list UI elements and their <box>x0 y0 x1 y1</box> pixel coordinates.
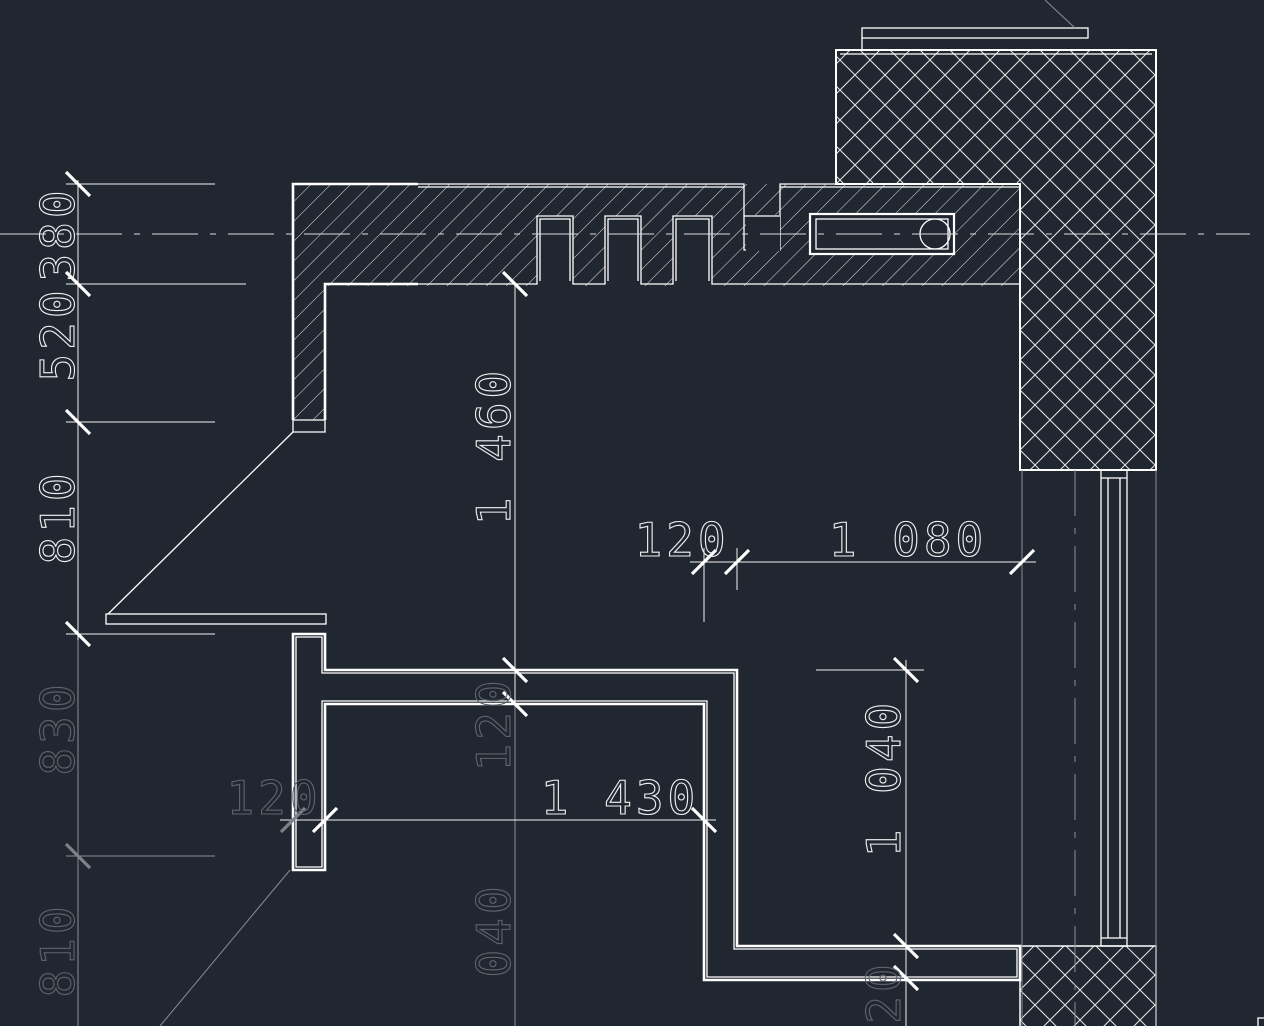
dim-text-830-faded: 830 <box>31 680 85 775</box>
window-strip <box>1021 469 1157 1026</box>
dim-text-810: 810 <box>31 469 85 564</box>
column-crosshatch-bottom <box>1019 945 1157 1026</box>
dim-right-vertical <box>816 656 924 1026</box>
dim-text-1080: 1 080 <box>829 513 987 567</box>
lower-walls <box>291 632 1022 982</box>
dim-bottom-horizontal <box>279 806 718 834</box>
dim-left-stack <box>64 170 246 1026</box>
dim-text-1040: 1 040 <box>857 699 911 857</box>
door-swing <box>105 431 327 1026</box>
dim-center-vertical <box>501 270 529 1026</box>
dim-text-040-center-faded: 040 <box>467 882 521 977</box>
dim-text-120-mid: 120 <box>634 513 729 567</box>
dim-text-810-faded: 810 <box>31 902 85 997</box>
dim-text-520: 520 <box>31 286 85 381</box>
dim-text-120-center-faded: 120 <box>467 676 521 771</box>
crosshair-cursor-icon <box>1257 1017 1264 1026</box>
dim-text-380: 380 <box>31 186 85 281</box>
dim-mid-horizontal <box>690 548 1036 622</box>
dim-text-20-faded: 20 <box>857 960 911 1023</box>
dim-text-120-bottom-faded: 120 <box>226 771 321 825</box>
dim-text-1430: 1 430 <box>541 771 699 825</box>
dim-text-1460: 1 460 <box>467 367 521 525</box>
